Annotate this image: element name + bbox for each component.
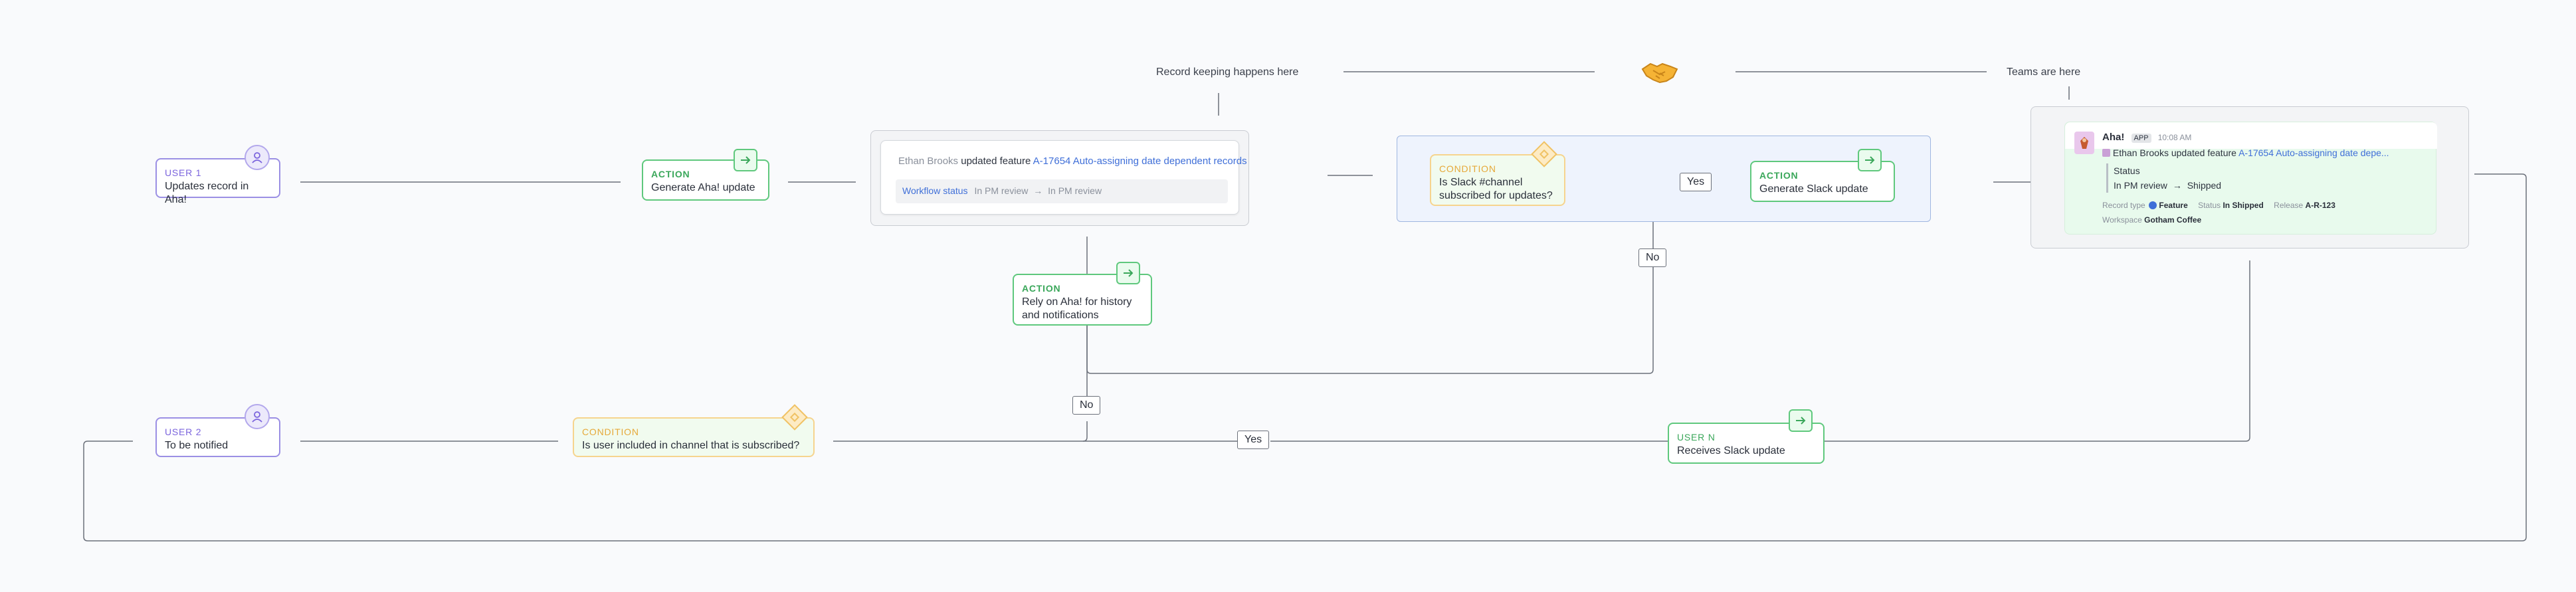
aha-record-card[interactable]: Ethan Brooks updated feature A-17654 Aut… xyxy=(880,140,1247,215)
slack-link[interactable]: A-17654 Auto-assigning date depe... xyxy=(2238,148,2389,158)
arrow-right-icon xyxy=(734,149,757,171)
rely-on-aha-kicker: ACTION xyxy=(1022,283,1061,294)
slack-condition-kicker: CONDITION xyxy=(1439,163,1496,174)
rely-on-aha-text: Rely on Aha! for history and notificatio… xyxy=(1022,296,1132,321)
slack-fields-row-2: Workspace Gotham Coffee xyxy=(2102,215,2201,225)
user-in-channel-condition-node[interactable]: CONDITION Is user included in channel th… xyxy=(573,417,815,457)
slack-status-from: In PM review xyxy=(2114,180,2167,191)
release-value: A-R-123 xyxy=(2305,201,2335,210)
slack-time: 10:08 AM xyxy=(2157,133,2192,142)
slack-channel-condition-node[interactable]: CONDITION Is Slack #channel subscribed f… xyxy=(1430,154,1565,206)
generate-slack-kicker: ACTION xyxy=(1759,170,1799,181)
aha-record-link[interactable]: A-17654 Auto-assigning date dependent re… xyxy=(1033,155,1247,167)
user-2-text: To be notified xyxy=(165,440,229,451)
generate-slack-text: Generate Slack update xyxy=(1759,183,1868,195)
slack-fields-row-1: Record type Feature Status In Shipped Re… xyxy=(2102,201,2335,210)
slack-app-name: Aha! xyxy=(2102,132,2125,143)
aha-status-from: In PM review xyxy=(974,185,1029,196)
release-label: Release xyxy=(2274,201,2304,210)
aha-record-verb: updated feature xyxy=(961,155,1031,167)
generate-aha-kicker: ACTION xyxy=(651,169,690,179)
status2-label: Status xyxy=(2198,201,2221,210)
aha-app-avatar xyxy=(2074,132,2094,154)
arrow-right-icon xyxy=(1789,409,1813,432)
slack-verb: updated feature xyxy=(2171,148,2236,158)
slack-app-line: Aha! APP 10:08 AM xyxy=(2102,132,2191,143)
aha-record-headline: Ethan Brooks updated feature A-17654 Aut… xyxy=(898,155,1247,167)
slack-headline: Ethan Brooks updated feature A-17654 Aut… xyxy=(2102,148,2389,158)
aha-status-arrow: → xyxy=(1033,185,1043,196)
user-2-kicker: USER 2 xyxy=(165,427,202,437)
aha-record-panel: Ethan Brooks updated feature A-17654 Aut… xyxy=(870,130,1249,226)
user-icon xyxy=(245,145,270,170)
slack-status-label: Status xyxy=(2114,165,2140,176)
record-type-label: Record type xyxy=(2102,201,2145,210)
arrow-right-icon xyxy=(1858,149,1882,171)
slack-message-panel: Aha! APP 10:08 AM Ethan Brooks updated f… xyxy=(2031,106,2469,248)
no-label-mid: No xyxy=(1638,248,1667,267)
workspace-label: Workspace xyxy=(2102,215,2142,225)
slack-message-header xyxy=(2065,122,2437,149)
aha-status-to: In PM review xyxy=(1048,185,1102,196)
aha-record-status-row: Workflow status In PM review → In PM rev… xyxy=(896,179,1228,203)
user-icon xyxy=(245,404,270,429)
rely-on-aha-node[interactable]: ACTION Rely on Aha! for history and noti… xyxy=(1013,274,1152,326)
yes-label-bottom: Yes xyxy=(1237,431,1270,449)
small-avatar-icon xyxy=(2102,149,2110,157)
workspace-value: Gotham Coffee xyxy=(2144,215,2202,225)
handshake-icon xyxy=(1640,58,1680,85)
arrow-right-icon xyxy=(1116,262,1140,284)
status2-value: In Shipped xyxy=(2223,201,2264,210)
feature-type-icon xyxy=(2149,201,2157,209)
teams-caption: Teams are here xyxy=(2007,66,2081,78)
generate-aha-text: Generate Aha! update xyxy=(651,182,755,193)
slack-app-tag: APP xyxy=(2131,134,2151,143)
aha-record-author: Ethan Brooks xyxy=(898,155,959,167)
user-1-kicker: USER 1 xyxy=(165,167,202,178)
no-label-left: No xyxy=(1072,396,1101,415)
slack-status-arrow: → xyxy=(2172,180,2182,191)
slack-message-card[interactable]: Aha! APP 10:08 AM Ethan Brooks updated f… xyxy=(2064,122,2437,235)
user-condition-text: Is user included in channel that is subs… xyxy=(582,440,800,451)
record-type-value: Feature xyxy=(2159,201,2188,210)
record-keeping-caption: Record keeping happens here xyxy=(1156,66,1299,78)
user-n-kicker: USER N xyxy=(1677,432,1716,443)
aha-status-label[interactable]: Workflow status xyxy=(902,185,968,196)
yes-label-top: Yes xyxy=(1680,173,1712,191)
user-condition-kicker: CONDITION xyxy=(582,427,639,437)
user-n-text: Receives Slack update xyxy=(1677,445,1785,456)
slack-condition-text: Is Slack #channel subscribed for updates… xyxy=(1439,177,1553,201)
slack-author: Ethan Brooks xyxy=(2112,148,2169,158)
user-1-text: Updates record in Aha! xyxy=(165,181,249,205)
slack-status-block: Status In PM review → Shipped xyxy=(2106,163,2221,193)
slack-status-to: Shipped xyxy=(2187,180,2222,191)
